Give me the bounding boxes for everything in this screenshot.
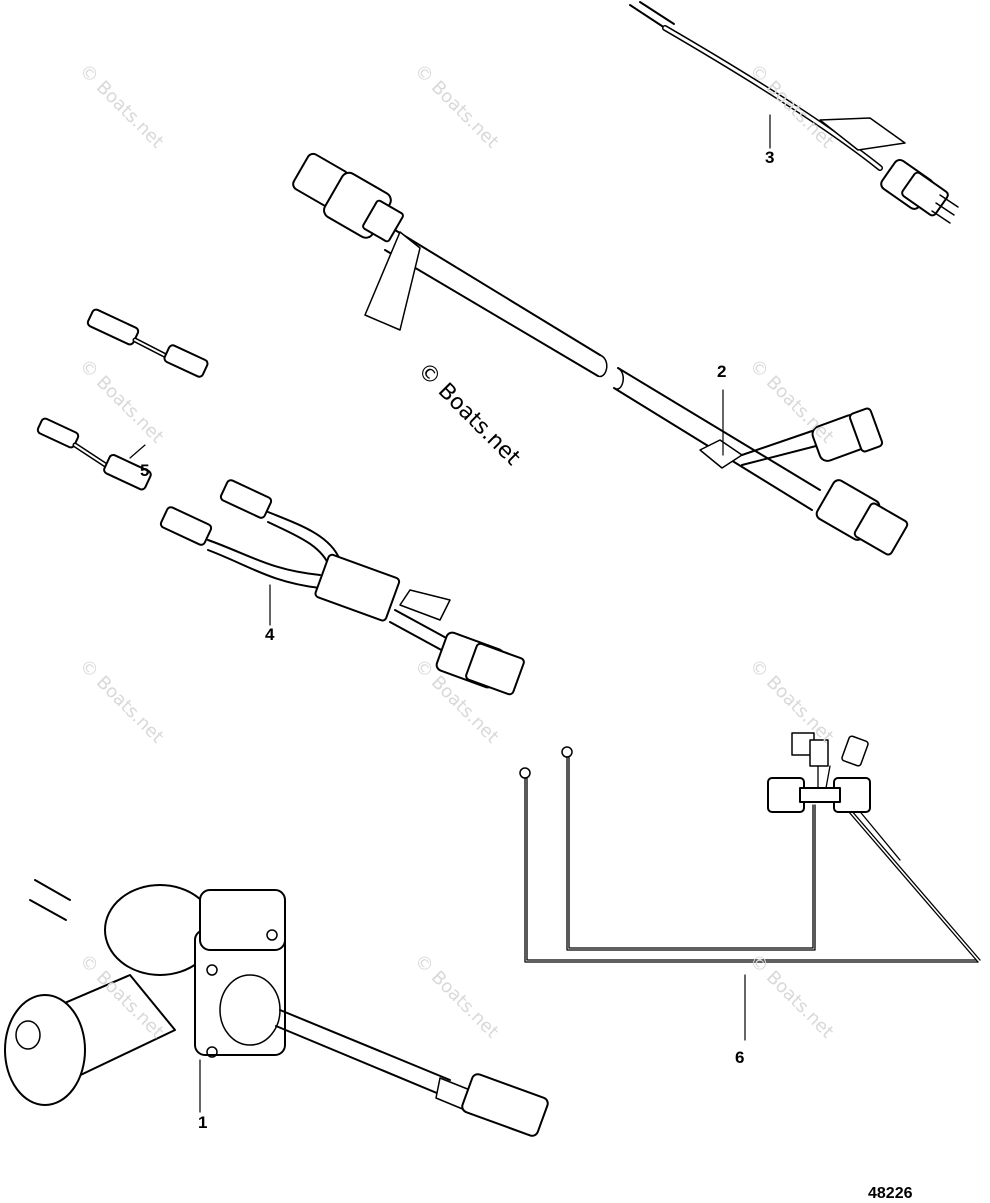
part-1-motor xyxy=(4,879,549,1137)
part-3-harness xyxy=(629,1,959,224)
callout-5: 5 xyxy=(140,461,150,480)
callout-6: 6 xyxy=(735,1048,745,1067)
part-4-harness xyxy=(159,479,525,696)
callout-2: 2 xyxy=(717,362,727,381)
callout-4: 4 xyxy=(265,625,275,644)
figure-number: 48226 xyxy=(868,1185,913,1202)
part-6-harness xyxy=(519,732,981,1041)
part-5-cables xyxy=(36,308,209,491)
part-2-harness xyxy=(292,152,909,556)
callout-3: 3 xyxy=(765,148,775,167)
callout-1: 1 xyxy=(198,1113,208,1132)
